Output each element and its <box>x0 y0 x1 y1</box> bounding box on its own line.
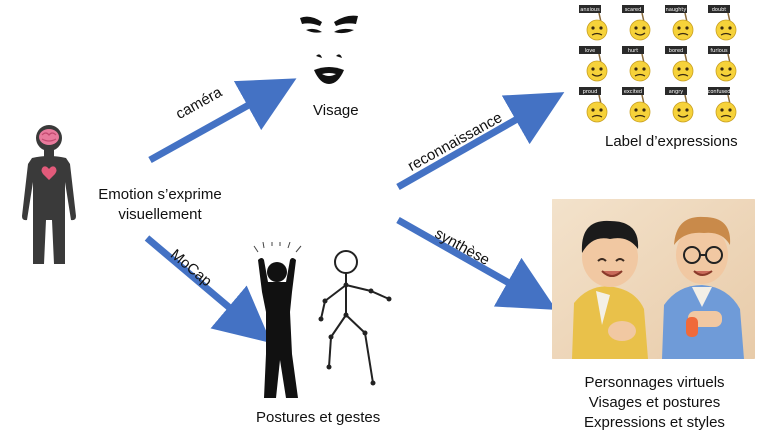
characters-label-line3: Expressions et styles <box>584 414 725 431</box>
emoji-hurt: hurt <box>622 46 651 82</box>
emoji-tag-label: naughty <box>666 7 687 13</box>
virtual-characters-image <box>552 199 755 359</box>
emoji-scared: scared <box>622 5 651 41</box>
center-label-line1: Emotion s’exprime <box>98 186 222 203</box>
emoji-furious: furious <box>708 46 737 82</box>
emoji-confused: confused <box>708 87 737 123</box>
human-figure-icon <box>22 125 76 264</box>
arrow-camera <box>148 78 297 164</box>
emoji-angry: angry <box>665 87 694 123</box>
emoji-tag-label: love <box>585 48 595 54</box>
arrow-reconnaissance <box>396 92 565 191</box>
emoji-tag-label: anxious <box>580 7 600 13</box>
emoji-bored: bored <box>665 46 694 82</box>
center-label: Emotion s’exprime visuellement <box>80 185 240 225</box>
arrow-mocap <box>144 235 272 344</box>
emoji-tag-label: doubt <box>712 7 727 13</box>
postures-label: Postures et gestes <box>256 409 381 426</box>
skeleton-icon <box>318 250 392 386</box>
arrow-synthese <box>396 216 557 310</box>
emoji-tag-label: angry <box>669 89 683 95</box>
emoji-tag-label: hurt <box>628 48 638 54</box>
face-silhouette-icon <box>300 15 358 84</box>
emoji-tag-label: scared <box>625 7 642 13</box>
emoji-naughty: naughty <box>665 5 694 41</box>
emoji-tag-label: proud <box>583 89 598 95</box>
emoji-tag-label: confused <box>708 89 731 95</box>
expressions-label: Label d’expressions <box>605 133 738 150</box>
emoji-tag-label: excited <box>624 89 642 95</box>
posture-silhouette-icon <box>253 242 302 398</box>
characters-label: Personnages virtuels Visages et postures… <box>553 373 756 433</box>
center-label-line2: visuellement <box>118 206 202 223</box>
emoji-tag-label: bored <box>669 48 683 54</box>
emoji-proud: proud <box>579 87 608 123</box>
emoji-love: love <box>579 46 608 82</box>
characters-label-line2: Visages et postures <box>588 394 721 411</box>
emoji-doubt: doubt <box>708 5 737 41</box>
characters-label-line1: Personnages virtuels <box>584 374 725 391</box>
emoji-excited: excited <box>622 87 651 123</box>
emoji-tag-label: furious <box>710 48 728 54</box>
emoji-grid-icon: anxious scared naughty doubt love hurt bored fu… <box>575 4 745 124</box>
emoji-anxious: anxious <box>579 5 608 41</box>
face-label: Visage <box>313 102 359 119</box>
heart-icon <box>41 166 57 180</box>
